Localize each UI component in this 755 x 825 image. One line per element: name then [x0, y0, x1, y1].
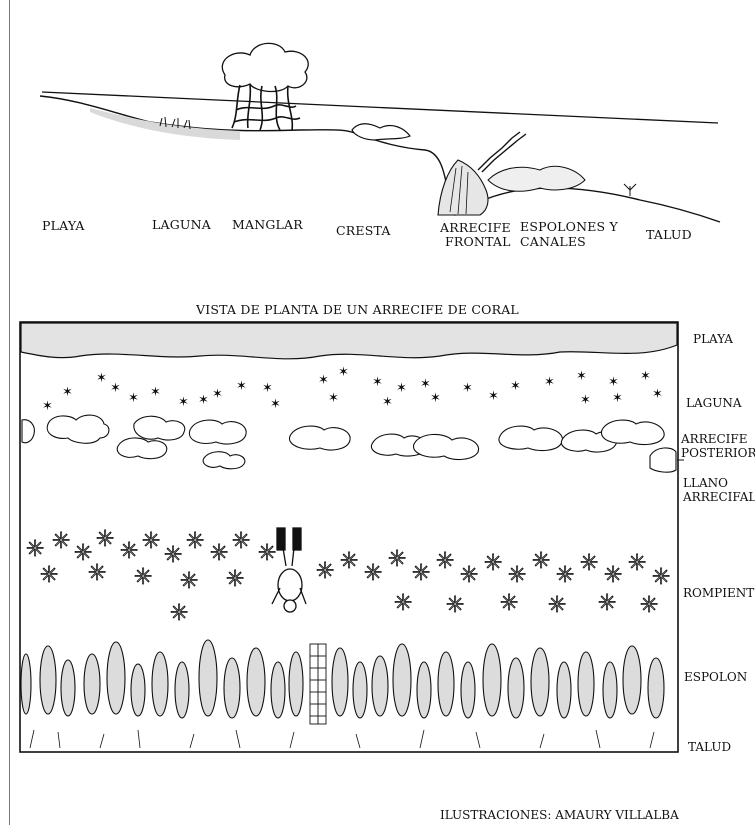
svg-text:✳: ✳ — [508, 563, 526, 588]
svg-text:✶: ✶ — [430, 391, 441, 406]
svg-text:✳: ✳ — [556, 563, 574, 588]
svg-text:✳: ✳ — [210, 541, 228, 566]
svg-text:✳: ✳ — [484, 551, 502, 576]
svg-text:✶: ✶ — [178, 395, 189, 410]
svg-text:✶: ✶ — [128, 391, 139, 406]
svg-text:✳: ✳ — [598, 591, 616, 616]
svg-text:✳: ✳ — [364, 561, 382, 586]
svg-text:✶: ✶ — [262, 381, 273, 396]
svg-text:✶: ✶ — [608, 375, 619, 390]
zone-rompiente: ROMPIENTE — [683, 586, 755, 600]
svg-text:✳: ✳ — [436, 549, 454, 574]
zone-arrecifal: ARRECIFAL — [683, 490, 755, 504]
zone-laguna: LAGUNA — [686, 396, 742, 410]
svg-text:✳: ✳ — [604, 563, 622, 588]
svg-text:✶: ✶ — [328, 391, 339, 406]
survey-grid — [310, 644, 326, 724]
svg-text:✳: ✳ — [652, 565, 670, 590]
svg-text:✳: ✳ — [226, 567, 244, 592]
svg-text:✶: ✶ — [576, 369, 587, 384]
svg-text:✳: ✳ — [96, 527, 114, 552]
svg-text:✳: ✳ — [52, 529, 70, 554]
svg-text:✶: ✶ — [338, 365, 349, 380]
zone-arrecife: ARRECIFE — [681, 432, 748, 446]
svg-text:✳: ✳ — [170, 601, 188, 626]
spur-formations — [21, 640, 664, 718]
zone-talud: TALUD — [688, 740, 731, 754]
svg-text:✳: ✳ — [394, 591, 412, 616]
svg-text:✳: ✳ — [164, 543, 182, 568]
svg-text:✶: ✶ — [372, 375, 383, 390]
svg-text:✳: ✳ — [446, 593, 464, 618]
svg-text:✶: ✶ — [580, 393, 591, 408]
svg-text:✶: ✶ — [652, 387, 663, 402]
breaker-zone-corals: ✳✳✳ ✳✳✳ ✳✳✳ ✳✳✳ ✳✳✳ ✳✳✳ ✳✳✳ ✳✳✳ ✳✳ ✳✳✳ ✳… — [26, 527, 670, 626]
svg-text:✶: ✶ — [488, 389, 499, 404]
svg-text:✳: ✳ — [500, 591, 518, 616]
svg-text:✶: ✶ — [110, 381, 121, 396]
lagoon-coral-heads: ✶✶✶ ✶✶✶ ✶✶✶ ✶✶✶ ✶✶✶ ✶✶✶ ✶✶✶ ✶✶✶ ✶✶✶ ✶✶✶ — [42, 365, 663, 414]
svg-text:✶: ✶ — [544, 375, 555, 390]
svg-text:✶: ✶ — [150, 385, 161, 400]
svg-text:✳: ✳ — [628, 551, 646, 576]
svg-text:✶: ✶ — [62, 385, 73, 400]
svg-text:✳: ✳ — [134, 565, 152, 590]
zone-playa: PLAYA — [693, 332, 733, 346]
plan-diver — [272, 528, 306, 612]
zone-espolon: ESPOLON — [684, 670, 747, 684]
svg-text:✶: ✶ — [510, 379, 521, 394]
svg-text:✳: ✳ — [232, 529, 250, 554]
svg-text:✳: ✳ — [548, 593, 566, 618]
svg-text:✶: ✶ — [212, 387, 223, 402]
talud-fringe — [30, 730, 654, 748]
back-reef-patches — [22, 415, 676, 472]
svg-text:✳: ✳ — [460, 563, 478, 588]
svg-text:✳: ✳ — [40, 563, 58, 588]
svg-text:✳: ✳ — [180, 569, 198, 594]
svg-text:✶: ✶ — [612, 391, 623, 406]
svg-text:✶: ✶ — [640, 369, 651, 384]
svg-text:✳: ✳ — [640, 593, 658, 618]
svg-text:✶: ✶ — [42, 399, 53, 414]
svg-text:✶: ✶ — [420, 377, 431, 392]
svg-text:✶: ✶ — [270, 397, 281, 412]
svg-text:✳: ✳ — [316, 559, 334, 584]
svg-text:✳: ✳ — [88, 561, 106, 586]
svg-text:✳: ✳ — [26, 537, 44, 562]
svg-text:✳: ✳ — [580, 551, 598, 576]
svg-text:✶: ✶ — [96, 371, 107, 386]
svg-text:✳: ✳ — [258, 541, 276, 566]
svg-text:✶: ✶ — [396, 381, 407, 396]
svg-text:✶: ✶ — [382, 395, 393, 410]
svg-text:✳: ✳ — [388, 547, 406, 572]
svg-text:✳: ✳ — [120, 539, 138, 564]
zone-posterior: POSTERIOR — [681, 446, 755, 460]
svg-text:✶: ✶ — [462, 381, 473, 396]
svg-text:✳: ✳ — [340, 549, 358, 574]
beach-band — [21, 323, 677, 359]
zone-llano: LLANO — [683, 476, 728, 490]
svg-text:✶: ✶ — [318, 373, 329, 388]
svg-text:✳: ✳ — [532, 549, 550, 574]
svg-text:✳: ✳ — [186, 529, 204, 554]
svg-text:✶: ✶ — [236, 379, 247, 394]
svg-text:✶: ✶ — [198, 393, 209, 408]
illustration-credit: ILUSTRACIONES: AMAURY VILLALBA — [440, 808, 679, 822]
svg-text:✳: ✳ — [142, 529, 160, 554]
svg-text:✳: ✳ — [412, 561, 430, 586]
